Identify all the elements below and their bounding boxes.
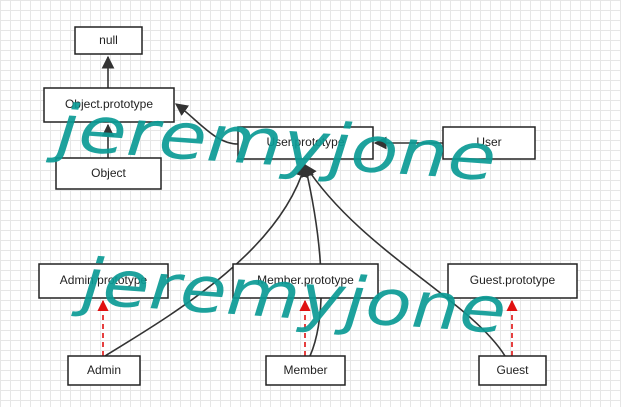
node-user-prototype[interactable]: User.prototype	[237, 126, 374, 160]
edge-userproto-to-objectproto	[174, 103, 239, 145]
edge-admin-to-userproto	[104, 163, 308, 357]
node-member-prototype[interactable]: Member.prototype	[232, 263, 379, 299]
node-guest-prototype[interactable]: Guest.prototype	[447, 263, 578, 299]
node-user-label: User	[476, 135, 501, 149]
node-admin-prototype[interactable]: Admin.prototype	[38, 263, 169, 299]
node-object-label: Object	[91, 166, 126, 180]
node-member-prototype-label: Member.prototype	[257, 273, 354, 287]
node-member-label: Member	[283, 363, 327, 377]
node-user[interactable]: User	[442, 126, 536, 160]
node-guest[interactable]: Guest	[478, 355, 547, 386]
watermark-text-lower: jeremyjone	[70, 245, 509, 349]
edge-guest-to-userproto	[304, 163, 506, 357]
node-guest-prototype-label: Guest.prototype	[470, 273, 556, 287]
node-admin-prototype-label: Admin.prototype	[60, 273, 148, 287]
node-admin-label: Admin	[87, 363, 121, 377]
node-guest-label: Guest	[496, 363, 529, 377]
node-user-prototype-label: User.prototype	[266, 135, 344, 149]
node-null-label: null	[99, 33, 118, 47]
node-object-prototype[interactable]: Object.prototype	[43, 87, 175, 123]
node-member[interactable]: Member	[265, 355, 346, 386]
node-null[interactable]: null	[74, 26, 143, 55]
node-object-prototype-label: Object.prototype	[65, 97, 153, 111]
node-object[interactable]: Object	[55, 157, 162, 190]
node-admin[interactable]: Admin	[67, 355, 141, 386]
